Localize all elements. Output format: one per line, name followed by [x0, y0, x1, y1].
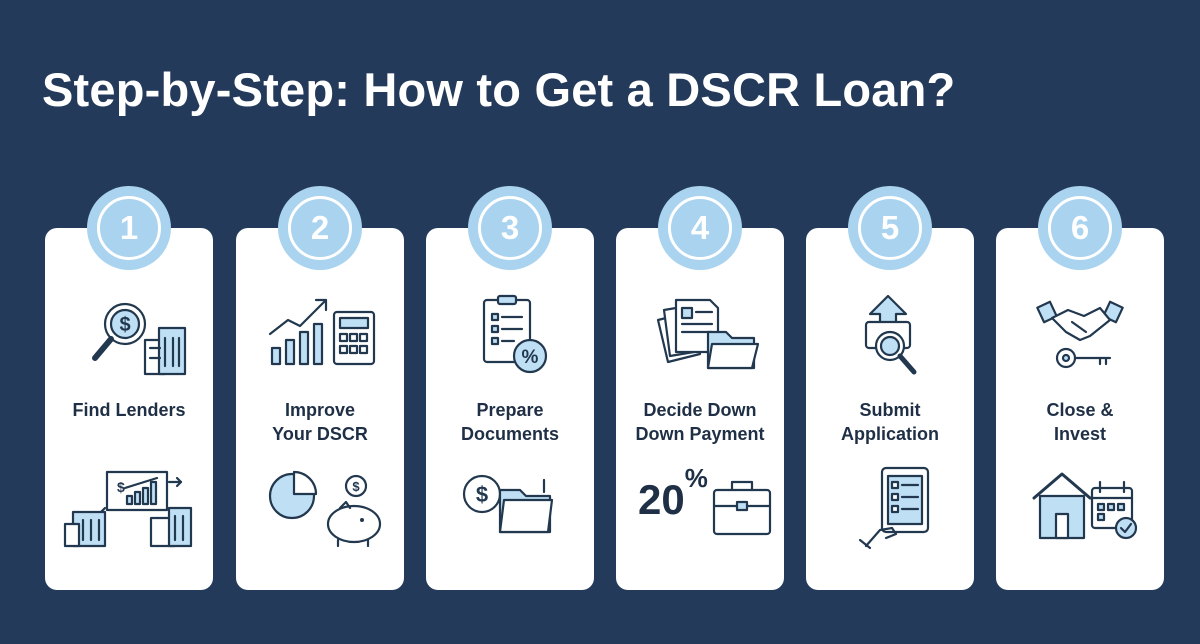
step-label: Submit Application: [841, 400, 939, 444]
upload-magnifier-icon: [864, 294, 917, 375]
step-number: 2: [288, 196, 352, 260]
step-number-badge: 1: [87, 186, 171, 270]
briefcase-icon: [712, 480, 772, 536]
svg-text:$: $: [119, 314, 130, 336]
step-label: Close & Invest: [1046, 400, 1114, 444]
step-number-badge: 2: [278, 186, 362, 270]
step-label: Find Lenders: [72, 400, 186, 420]
step-number-badge: 5: [848, 186, 932, 270]
step-label: Prepare Documents: [460, 400, 559, 444]
svg-text:%: %: [522, 347, 539, 368]
handshake-key-icon: [1036, 300, 1124, 369]
step-number: 6: [1048, 196, 1112, 260]
pie-chart-piggy-bank-icon: $: [268, 470, 382, 548]
page-title: Step-by-Step: How to Get a DSCR Loan?: [42, 63, 956, 116]
step-number: 1: [97, 196, 161, 260]
growth-chart-calculator-icon: [268, 298, 376, 366]
magnifier-dollar-icon: $: [92, 302, 187, 376]
step-number: 3: [478, 196, 542, 260]
documents-folder-icon: [656, 298, 760, 370]
svg-text:$: $: [352, 479, 360, 494]
step-number-badge: 3: [468, 186, 552, 270]
down-payment-percent: 20%: [638, 463, 708, 523]
step-number: 5: [858, 196, 922, 260]
step-number-badge: 6: [1038, 186, 1122, 270]
step-card-6: 6 Close & Invest: [996, 186, 1164, 590]
step-label: Improve Your DSCR: [272, 400, 368, 444]
step-card-3: 3 % Prepare Documents $: [426, 186, 594, 590]
buildings-chart-icon: $: [63, 470, 193, 548]
dollar-folder-icon: $: [462, 474, 554, 534]
step-card-1: 1 $ Find Lenders $: [45, 186, 213, 590]
tablet-checklist-icon: [858, 466, 930, 550]
step-number: 4: [668, 196, 732, 260]
svg-text:$: $: [476, 482, 488, 507]
step-number-badge: 4: [658, 186, 742, 270]
step-card-2: 2 Improve Your DSCR $: [236, 186, 404, 590]
svg-text:$: $: [117, 479, 125, 495]
step-label: Decide Down Down Payment: [635, 400, 765, 444]
house-calendar-icon: [1032, 472, 1138, 540]
step-card-4: 4 Decide Down Down Payment 20%: [616, 186, 784, 590]
step-card-5: 5 Submit Application: [806, 186, 974, 590]
clipboard-percent-icon: %: [482, 294, 548, 374]
